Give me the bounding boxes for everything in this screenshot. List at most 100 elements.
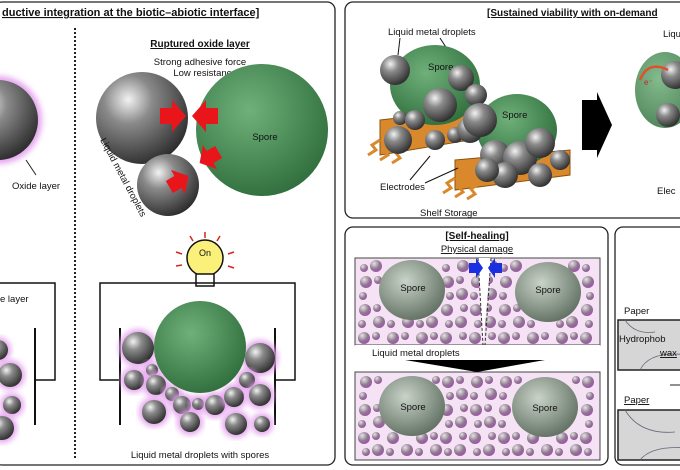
liquid-metal-droplet — [372, 444, 384, 456]
liquid-metal-droplet — [474, 320, 482, 328]
liquid-metal-droplet — [370, 260, 382, 272]
liquid-metal-droplet — [440, 432, 452, 444]
liquid-metal-droplet — [455, 416, 467, 428]
liquid-metal-droplet — [460, 304, 468, 312]
oxide-layer-label: Oxide layer — [12, 181, 60, 192]
liquid-metal-droplet — [581, 404, 593, 416]
liquid-metal-droplet — [586, 392, 594, 400]
liquid-metal-droplet — [572, 376, 580, 384]
hydrophobic-label: Hydrophob — [619, 334, 665, 345]
liquid-metal-droplet — [469, 332, 481, 344]
droplet-cluster — [380, 55, 570, 188]
fibers — [624, 319, 680, 371]
liquid-metal-droplet — [582, 376, 594, 388]
liquid-metal-droplet — [387, 332, 399, 344]
bulb-label: On — [199, 248, 211, 258]
liquid-metal-droplet — [499, 404, 511, 416]
electrodes-label-partial: Elec — [657, 186, 676, 197]
liquid-metal-droplet — [387, 320, 395, 328]
liquid-metal-droplet — [465, 84, 487, 106]
liquid-metal-droplet — [470, 304, 482, 316]
liquid-metal-droplet — [498, 332, 510, 344]
liquid-metal-droplet — [488, 332, 496, 340]
lightbulb-icon: On — [175, 232, 235, 287]
ruptured-title: Ruptured oxide layer — [150, 39, 250, 50]
liquid-metal-droplet — [528, 163, 552, 187]
liquid-metal-droplet — [586, 292, 594, 300]
liquid-metal-droplet — [500, 276, 512, 288]
liquid-metal-droplet — [485, 376, 493, 384]
spore — [379, 376, 445, 436]
liquid-metal-droplet — [239, 372, 255, 388]
liquid-metal-droplet — [498, 432, 510, 444]
liquid-metal-droplet — [445, 420, 453, 428]
liquid-metal-droplet — [541, 332, 549, 340]
liquid-metal-droplet — [456, 376, 464, 384]
spore — [390, 45, 480, 125]
liquid-metal-droplet — [245, 343, 275, 373]
leader-line — [397, 37, 401, 56]
liquid-metal-droplet — [570, 444, 582, 456]
circuit-wire — [0, 282, 56, 381]
liquid-metal-droplet — [541, 444, 553, 456]
circuit-wire — [99, 282, 296, 381]
spore — [196, 64, 328, 196]
label-band — [355, 345, 600, 359]
blue-arrow-icon — [488, 258, 502, 278]
spore — [379, 260, 445, 320]
liquid-metal-droplet — [455, 316, 467, 328]
spore — [154, 301, 246, 393]
liquid-metal-droplet — [180, 412, 200, 432]
liquid-metal-droplet — [513, 316, 525, 328]
liquid-metal-droplet — [359, 292, 367, 300]
liquid-metal-droplet — [527, 332, 539, 344]
liquid-metal-droplet — [498, 420, 506, 428]
liquid-metal-droplet — [444, 448, 452, 456]
liquid-metal-droplet — [499, 392, 507, 400]
liquid-metal-droplet — [499, 304, 511, 316]
liquid-metal-droplet — [224, 387, 244, 407]
interface-panel: ductive integration at the biotic–abioti… — [0, 1, 336, 466]
liquid-metal-droplet — [386, 448, 394, 456]
liquid-metal-droplet — [585, 420, 593, 428]
liquid-metal-droplet — [374, 276, 382, 284]
red-arrow-icon — [199, 144, 223, 170]
storage-label: Shelf Storage — [420, 208, 478, 219]
liquid-metal-droplet — [393, 111, 407, 125]
liquid-metal-droplet — [484, 404, 492, 412]
liquid-metal-droplet — [430, 332, 438, 340]
liquid-metal-droplet — [432, 376, 440, 384]
liquid-metal-droplet — [470, 292, 478, 300]
liquid-metal-droplet — [124, 370, 144, 390]
healing-arrow-icon — [405, 360, 545, 372]
liquid-metal-droplet — [415, 448, 423, 456]
spore-label: Spore — [502, 110, 527, 121]
liquid-metal-droplet — [401, 332, 409, 340]
liquid-metal-droplet — [550, 150, 570, 170]
liquid-metal-droplet — [205, 395, 225, 415]
liquid-metal-droplet — [249, 384, 271, 406]
liquid-metal-droplet — [580, 432, 592, 444]
crack-edge — [477, 257, 484, 346]
liquid-metal-droplet — [358, 332, 370, 344]
liquid-metal-droplet — [358, 320, 366, 328]
liquid-metal-droplet — [359, 404, 371, 416]
liquid-metal-droplet — [488, 432, 496, 440]
liquid-metal-droplet — [358, 420, 366, 428]
crack — [478, 258, 491, 345]
leader-line — [424, 167, 459, 184]
liquid-metal-droplet — [584, 448, 592, 456]
crack-edge — [484, 257, 492, 346]
liquid-metal-droplet — [456, 276, 464, 284]
liquid-metal-droplet — [405, 110, 425, 130]
spore-label: Spore — [532, 403, 557, 414]
paper-wax-layer — [617, 319, 680, 371]
liquid-metal-droplet — [484, 416, 496, 428]
liquid-metal-droplet — [570, 432, 578, 440]
droplets-label-partial: Liqu — [663, 29, 680, 40]
wax-label: wax — [659, 348, 677, 359]
liquid-metal-droplet — [512, 444, 524, 456]
liquid-metal-droplet — [445, 320, 453, 328]
paper-layer — [617, 409, 680, 461]
